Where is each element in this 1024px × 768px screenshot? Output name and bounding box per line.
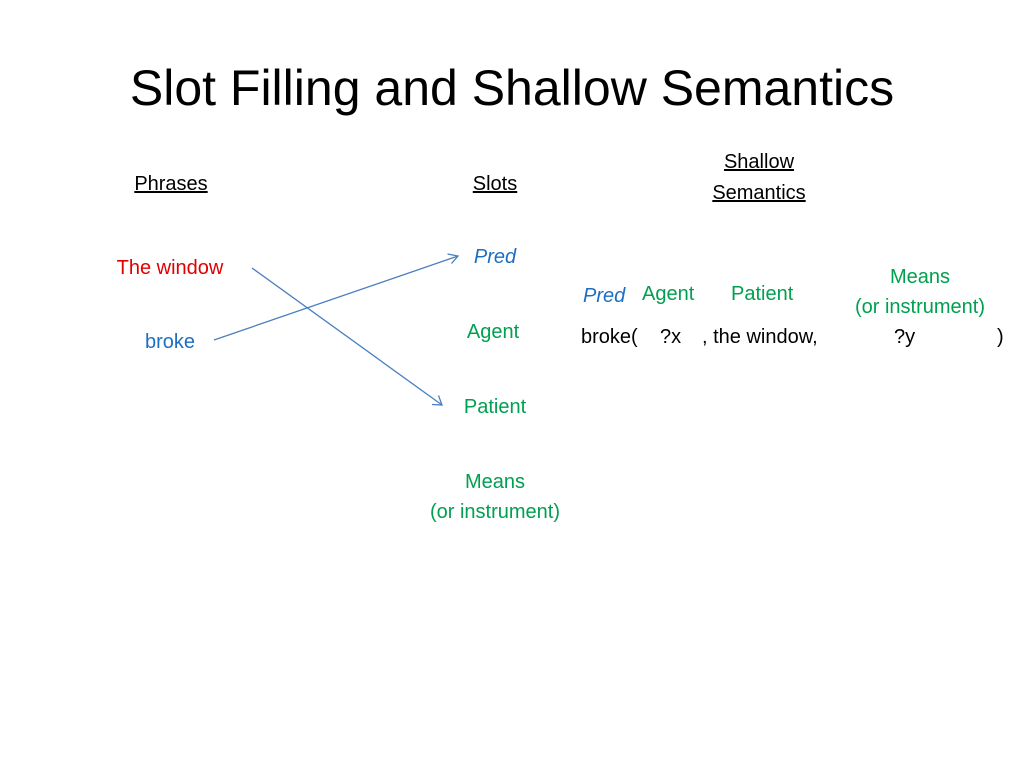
arrow-window-to-patient [251, 267, 443, 406]
arrowhead-patient [431, 395, 443, 406]
formula-y: ?y [894, 326, 916, 348]
formula-x: ?x [660, 326, 682, 348]
slot-pred: Pred [473, 246, 517, 268]
semantics-means-label-line1: Means [889, 266, 951, 288]
slot-agent: Agent [466, 321, 520, 343]
slots-header: Slots [472, 173, 518, 195]
slide-title: Slot Filling and Shallow Semantics [129, 60, 895, 116]
arrowhead-pred [447, 253, 460, 264]
semantics-patient-label: Patient [731, 283, 794, 305]
formula-end: ) [997, 326, 1004, 348]
arrow-broke-to-pred [213, 255, 459, 341]
slot-patient: Patient [463, 396, 527, 418]
slot-means-line2: (or instrument) [429, 501, 561, 523]
phrase-the-window: The window [116, 257, 224, 279]
formula-start: broke( [581, 326, 638, 348]
shallow-semantics-header-line1: Shallow [723, 151, 795, 173]
phrase-broke: broke [144, 331, 196, 353]
slot-means-line1: Means [464, 471, 526, 493]
semantics-pred-label: Pred [583, 285, 626, 307]
shallow-semantics-header-line2: Semantics [712, 182, 806, 204]
semantics-means-label-line2: (or instrument) [854, 296, 986, 318]
phrases-header: Phrases [134, 173, 208, 195]
semantics-agent-label: Agent [642, 283, 695, 305]
formula-mid: , the window, [702, 326, 818, 348]
